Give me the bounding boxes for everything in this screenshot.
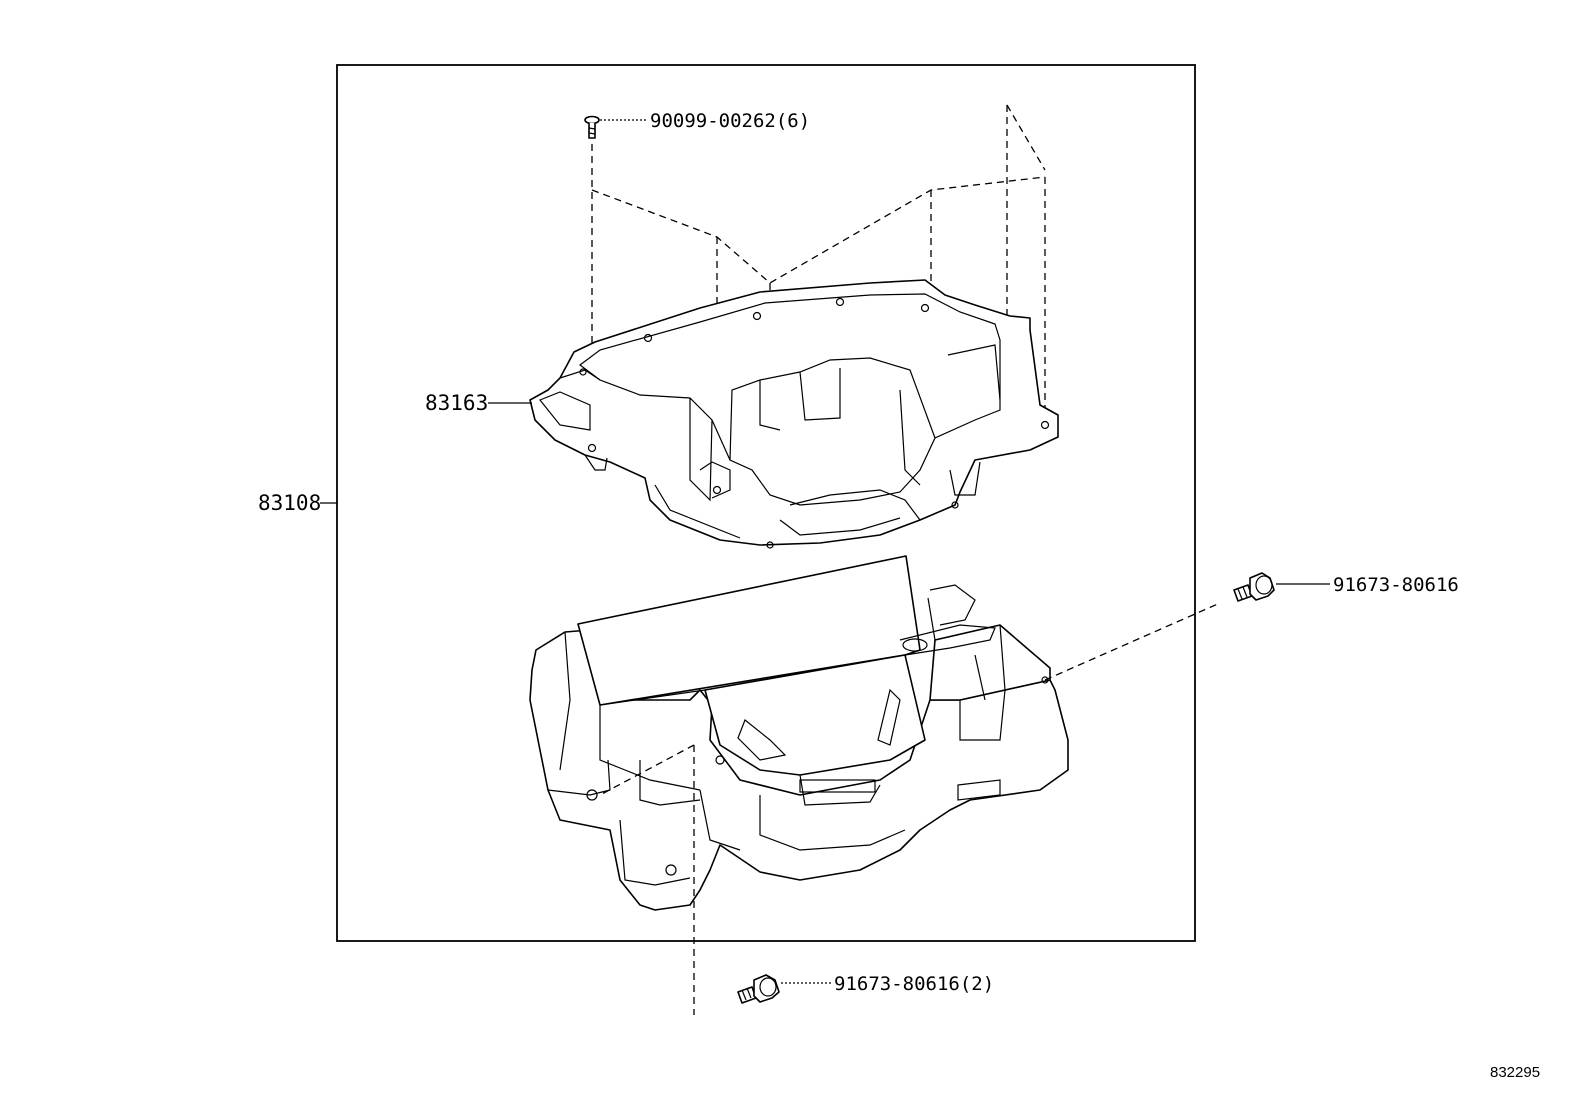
label-upper-case: 83163 [425, 391, 488, 415]
screw-icon [584, 115, 600, 139]
diagram-id: 832295 [1490, 1064, 1540, 1081]
upper-case-part [529, 279, 1059, 549]
assembly-dashed-lines-lower [599, 602, 1221, 1015]
label-screw-top: 90099-00262(6) [650, 110, 810, 132]
bolt-icon [737, 974, 780, 1004]
lower-unit-part [529, 555, 1069, 911]
label-screw-bottom: 91673-80616(2) [834, 973, 994, 995]
label-screw-right: 91673-80616 [1333, 574, 1459, 596]
bolt-icon [1233, 572, 1275, 602]
label-assembly: 83108 [258, 491, 321, 515]
